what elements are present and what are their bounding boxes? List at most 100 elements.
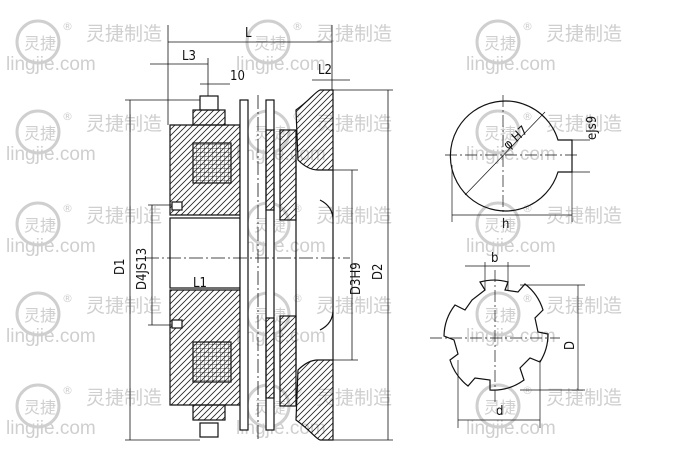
clutch-cross-section xyxy=(145,89,350,441)
dim-10: 10 xyxy=(230,69,245,84)
watermark-url: lingjie.com xyxy=(6,236,96,257)
plate-hatch-4 xyxy=(279,315,297,407)
watermark-url: lingjie.com xyxy=(466,144,556,165)
watermark-logo-icon xyxy=(15,201,61,247)
watermark-layer: 灵捷®灵捷制造lingjie.com灵捷®灵捷制造lingjie.com灵捷®灵… xyxy=(6,19,622,439)
watermark-tile: 灵捷 ® 灵捷制造 lingjie.com xyxy=(466,291,622,347)
dim-D3: D3H9 xyxy=(349,262,364,295)
dim-L2: L2 xyxy=(318,63,332,78)
spline-view xyxy=(430,262,585,428)
svg-text:®: ® xyxy=(62,292,73,305)
watermark-text: 灵捷制造 xyxy=(86,295,162,317)
svg-text:®: ® xyxy=(522,292,533,305)
watermark-logo-icon xyxy=(15,109,61,155)
watermark-url: lingjie.com xyxy=(236,236,326,257)
plate-hatch-3 xyxy=(279,129,297,221)
svg-text:灵捷: 灵捷 xyxy=(24,398,56,417)
watermark-logo-icon xyxy=(475,201,521,247)
watermark-text: 灵捷制造 xyxy=(86,205,162,227)
svg-text:灵捷: 灵捷 xyxy=(24,124,56,143)
watermark-text: 灵捷制造 xyxy=(316,23,392,45)
watermark-text: 灵捷制造 xyxy=(546,205,622,227)
key-bottom-hatch xyxy=(192,404,226,421)
dim-D4: D4JS13 xyxy=(135,248,150,290)
dim-eJs9: eJs9 xyxy=(585,116,600,140)
watermark-tile: 灵捷 ® 灵捷制造 lingjie.com xyxy=(6,291,162,347)
watermark-url: lingjie.com xyxy=(6,326,96,347)
dim-L1: L1 xyxy=(193,276,207,291)
key-top xyxy=(199,95,219,111)
watermark-text: 灵捷制造 xyxy=(546,23,622,45)
watermark-url: lingjie.com xyxy=(6,418,96,439)
svg-text:®: ® xyxy=(522,110,533,123)
key-bottom xyxy=(199,422,219,438)
watermark-text: 灵捷制造 xyxy=(316,387,392,409)
spline-profile xyxy=(443,279,549,391)
watermark-logo-icon xyxy=(475,19,521,65)
svg-text:®: ® xyxy=(62,110,73,123)
svg-text:灵捷: 灵捷 xyxy=(24,34,56,53)
dimension-lines xyxy=(125,25,393,441)
bore-keyway-view xyxy=(445,95,590,222)
svg-text:®: ® xyxy=(62,384,73,397)
watermark-logo-icon xyxy=(15,291,61,337)
watermark-url: lingjie.com xyxy=(236,54,326,75)
watermark-tile: 灵捷 ® 灵捷制造 lingjie.com xyxy=(466,383,622,439)
watermark-tile: 灵捷 ® 灵捷制造 lingjie.com xyxy=(236,19,392,75)
watermark-text: 灵捷制造 xyxy=(86,387,162,409)
watermark-text: 灵捷制造 xyxy=(316,205,392,227)
plate-2 xyxy=(265,99,275,431)
watermark-text: 灵捷制造 xyxy=(316,295,392,317)
dim-L: L xyxy=(245,26,252,41)
dim-L3: L3 xyxy=(182,49,196,64)
coil-lower xyxy=(192,341,232,383)
coil-upper xyxy=(192,142,232,184)
watermark-url: lingjie.com xyxy=(466,54,556,75)
dim-D2: D2 xyxy=(371,264,386,280)
svg-text:®: ® xyxy=(292,20,303,33)
watermark-text: 灵捷制造 xyxy=(546,113,622,135)
watermark-url: lingjie.com xyxy=(466,236,556,257)
watermark-logo-icon xyxy=(475,383,521,429)
svg-text:灵捷: 灵捷 xyxy=(254,34,286,53)
svg-text:®: ® xyxy=(62,20,73,33)
dim-h: h xyxy=(502,217,509,232)
watermark-text: 灵捷制造 xyxy=(86,23,162,45)
dim-d: d xyxy=(496,404,503,419)
svg-text:灵捷: 灵捷 xyxy=(484,124,516,143)
watermark-url: lingjie.com xyxy=(466,326,556,347)
flange-upper xyxy=(295,89,334,171)
watermark-text: 灵捷制造 xyxy=(546,295,622,317)
svg-text:灵捷: 灵捷 xyxy=(484,398,516,417)
watermark-logo-icon xyxy=(15,19,61,65)
svg-text:灵捷: 灵捷 xyxy=(24,306,56,325)
svg-text:灵捷: 灵捷 xyxy=(484,216,516,235)
svg-text:®: ® xyxy=(62,202,73,215)
plate-hatch-2 xyxy=(265,317,275,399)
bore xyxy=(169,217,241,289)
dim-D1: D1 xyxy=(113,259,128,275)
watermark-tile: 灵捷 ® 灵捷制造 lingjie.com xyxy=(6,383,162,439)
svg-text:灵捷: 灵捷 xyxy=(484,34,516,53)
watermark-text: 灵捷制造 xyxy=(546,387,622,409)
watermark-url: lingjie.com xyxy=(6,144,96,165)
svg-text:灵捷: 灵捷 xyxy=(484,306,516,325)
svg-text:®: ® xyxy=(292,292,303,305)
svg-text:®: ® xyxy=(292,202,303,215)
watermark-url: lingjie.com xyxy=(466,418,556,439)
plate-hatch-1 xyxy=(265,129,275,211)
pin-lower xyxy=(171,319,183,329)
dim-D: D xyxy=(563,341,578,350)
svg-text:®: ® xyxy=(522,384,533,397)
key-top-hatch xyxy=(192,109,226,126)
bore-circle xyxy=(449,100,573,212)
svg-text:®: ® xyxy=(522,20,533,33)
watermark-logo-icon xyxy=(15,383,61,429)
watermark-tile: 灵捷 ® 灵捷制造 lingjie.com xyxy=(466,19,622,75)
